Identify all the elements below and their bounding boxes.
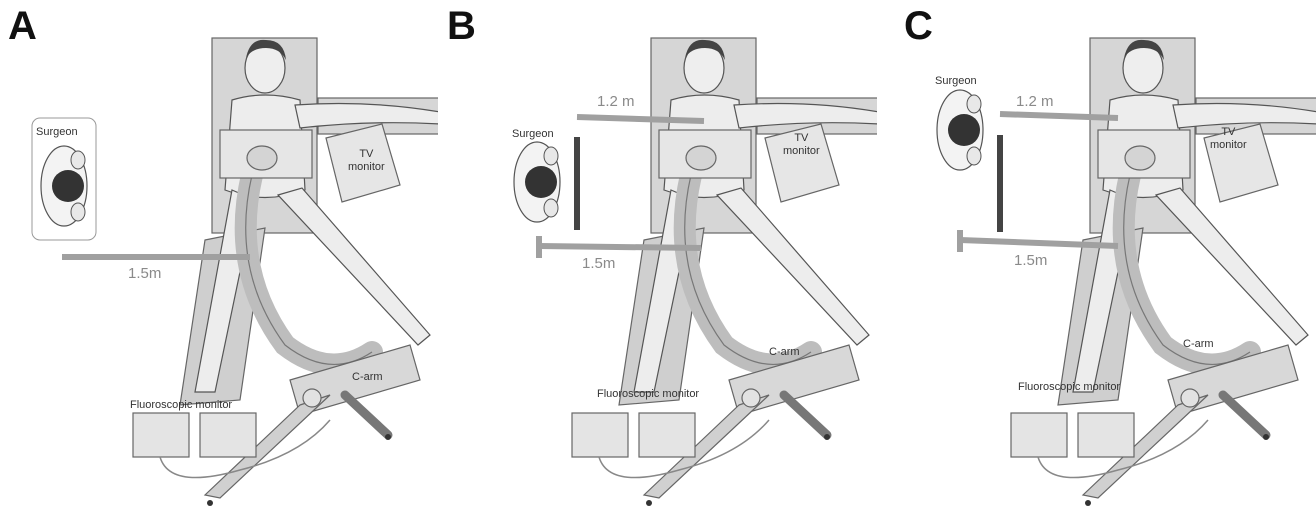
top-distance-label: 1.2 m [1016, 93, 1054, 110]
surgeon-icon [937, 90, 983, 170]
distance-label: 1.5m [128, 265, 161, 282]
tv-monitor-label: TV monitor [1210, 126, 1247, 152]
tv-monitor-label: TV monitor [348, 148, 385, 174]
fluoroscopic-monitor-label: Fluoroscopic monitor [597, 388, 699, 400]
surgeon-icon [514, 142, 560, 222]
tv-monitor-label: TV monitor [783, 132, 820, 158]
tv-label-line1: TV [359, 148, 373, 160]
panel-c: C Surgeon 1.2 m 1.5m TV monitor C-arm Fl… [878, 0, 1316, 511]
surgeon-label: Surgeon [512, 128, 554, 140]
tv-label-line1: TV [794, 132, 808, 144]
surgeon-icon [41, 146, 87, 226]
panel-letter: C [904, 4, 933, 49]
panel-b: B Surgeon 1.2 m 1.5m TV monitor C-arm Fl… [439, 0, 877, 511]
distance-label: 1.5m [582, 255, 615, 272]
panel-b-illustration [439, 0, 877, 511]
c-arm-label: C-arm [769, 346, 800, 358]
fluoroscopic-monitor-label: Fluoroscopic monitor [130, 399, 232, 411]
tv-label-line1: TV [1221, 126, 1235, 138]
top-distance-line [577, 117, 704, 121]
panel-letter: A [8, 4, 37, 49]
top-distance-label: 1.2 m [597, 93, 635, 110]
tv-label-line2: monitor [348, 161, 385, 173]
tv-label-line2: monitor [1210, 139, 1247, 151]
tv-label-line2: monitor [783, 145, 820, 157]
panel-a: A Surgeon 1.5m TV monitor C-arm Fluorosc… [0, 0, 438, 511]
panel-a-illustration [0, 0, 438, 511]
distance-label: 1.5m [1014, 252, 1047, 269]
surgeon-label: Surgeon [935, 75, 977, 87]
fluoroscopic-monitor-label: Fluoroscopic monitor [1018, 381, 1120, 393]
surgeon-label: Surgeon [36, 126, 78, 138]
c-arm-label: C-arm [1183, 338, 1214, 350]
panel-letter: B [447, 4, 476, 49]
distance-line [539, 246, 701, 248]
c-arm-label: C-arm [352, 371, 383, 383]
top-distance-line [1000, 114, 1118, 118]
